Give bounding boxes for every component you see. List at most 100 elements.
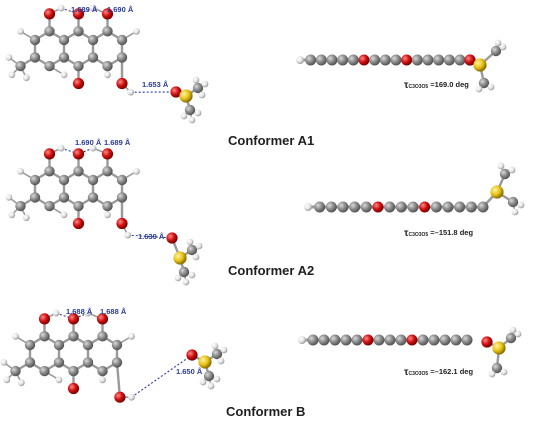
- a2-hydrogen-bond: [127, 234, 173, 239]
- a1-side-carbon-atom: [411, 54, 423, 66]
- a1-carbon-atom: [102, 60, 113, 72]
- b-carbon-atom: [39, 365, 50, 377]
- a2-carbon-atom: [102, 200, 113, 212]
- b-carbon-atom: [68, 331, 79, 342]
- a2-side-carbon-atom: [337, 201, 349, 213]
- b-carbon-atom: [82, 339, 94, 351]
- a2-side-carbon-atom: [430, 201, 442, 213]
- b-side-carbon-atom: [318, 334, 330, 346]
- b-carbon-atom: [53, 339, 65, 351]
- b-side-carbon-atom: [505, 332, 517, 344]
- a2-oxygen-atom: [72, 148, 85, 160]
- a2-hydrogen-bond: [60, 147, 79, 155]
- b-oxygen-atom: [67, 313, 80, 325]
- a2-side-carbon-atom: [477, 201, 489, 213]
- a2-side-carbon-atom: [465, 201, 477, 213]
- b-side-carbon-atom: [395, 334, 407, 346]
- b-sulfur-atom: [198, 355, 212, 369]
- a2-hydrogen-atom: [5, 194, 13, 201]
- b-hydrogen-atom: [12, 332, 19, 340]
- a1-sulfur-atom: [179, 89, 193, 103]
- a2-side-hydrogen-atom: [511, 208, 519, 216]
- b-side-carbon-atom: [428, 334, 440, 346]
- b-hydrogen-atom: [52, 309, 60, 317]
- a1-tau-value: =169.0 deg: [428, 80, 469, 89]
- a2-carbon-atom: [87, 174, 99, 186]
- a1-hydrogen-atom: [198, 91, 206, 99]
- a2-oxygen-atom: [116, 217, 128, 230]
- b-hydrogen-atom: [0, 359, 8, 366]
- a1-oxygen-atom: [101, 8, 114, 20]
- b-hydrogen-atom: [217, 357, 225, 365]
- a2-carbon-atom: [87, 192, 99, 203]
- a1-carbon-atom: [29, 34, 41, 46]
- a1-side-hydrogen-atom: [475, 85, 483, 93]
- b-hydrogen-atom: [128, 393, 135, 401]
- a2-carbon-atom: [58, 174, 70, 186]
- a2-side-hydrogen-atom: [304, 203, 312, 211]
- a2-oxygen-atom: [166, 232, 178, 244]
- a2-side-carbon-atom: [395, 201, 407, 213]
- b-carbon-atom: [24, 357, 36, 368]
- a1-side-carbon-atom: [433, 54, 445, 66]
- a1-tau-subscript: C3O3O5: [408, 84, 429, 90]
- b-side-carbon-atom: [491, 362, 503, 374]
- a2-hydrogen-atom: [57, 144, 65, 152]
- a2-hydrogen-atom: [182, 278, 190, 286]
- a2-distance-1: 1.690 Å: [75, 138, 102, 147]
- a2-carbon-atom: [116, 192, 128, 203]
- b-side-carbon-atom: [307, 334, 319, 346]
- b-hydrogen-atom: [220, 346, 228, 354]
- a2-carbon-atom: [44, 166, 55, 177]
- a2-side-carbon-atom: [442, 201, 454, 213]
- a1-side-carbon-atom: [422, 54, 434, 66]
- a1-tau-symbol: τ: [404, 80, 409, 91]
- a2-carbon-atom: [116, 174, 128, 186]
- b-side-carbon-atom: [351, 334, 363, 346]
- a1-side-oxygen-atom: [401, 54, 413, 66]
- a1-hydrogen-atom: [22, 74, 30, 82]
- a1-oxygen-atom: [116, 77, 128, 90]
- b-side-hydrogen-atom: [488, 370, 496, 378]
- b-carbon-atom: [97, 331, 108, 342]
- a1-side-hydrogen-atom: [487, 83, 495, 91]
- a2-carbon-atom: [186, 244, 198, 256]
- b-carbon-atom: [111, 357, 123, 368]
- a1-torsion-label: τC3O3O5 =169.0 deg: [404, 80, 469, 91]
- a1-hydrogen-atom: [192, 76, 200, 84]
- a2-hydrogen-atom: [192, 253, 200, 261]
- a1-side-carbon-atom: [454, 54, 466, 66]
- a1-hydrogen-atom: [104, 71, 111, 79]
- a2-hydrogen-atom: [22, 214, 30, 222]
- b-hydrogen-bond: [131, 354, 193, 398]
- b-oxygen-atom: [67, 382, 80, 395]
- a2-side-carbon-atom: [325, 201, 337, 213]
- b-oxygen-atom: [96, 313, 109, 325]
- b-hydrogen-atom: [55, 376, 63, 384]
- a2-hydrogen-atom: [17, 167, 24, 175]
- a1-hydrogen-atom: [133, 27, 140, 35]
- b-distance-2: 1.688 Å: [100, 307, 127, 316]
- a2-hydrogen-atom: [186, 238, 194, 246]
- a2-side-carbon-atom: [507, 196, 519, 208]
- a1-side-hydrogen-atom: [494, 39, 502, 47]
- b-side-carbon-atom: [439, 334, 451, 346]
- b-distance-3: 1.650 Å: [176, 367, 203, 376]
- a2-carbon-atom: [29, 192, 41, 203]
- b-hydrogen-atom: [213, 375, 221, 383]
- a2-hydrogen-atom: [60, 211, 68, 219]
- a2-carbon-atom: [29, 174, 41, 186]
- b-oxygen-atom: [38, 313, 51, 325]
- conformer-a2-label: Conformer A2: [228, 263, 315, 278]
- b-side-hydrogen-atom: [500, 368, 508, 376]
- b-carbon-atom: [10, 365, 21, 377]
- a2-carbon-atom: [73, 200, 84, 212]
- a1-side-carbon-atom: [315, 54, 327, 66]
- a1-carbon-atom: [116, 52, 128, 63]
- a2-hydrogen-atom: [195, 242, 203, 250]
- a1-hydrogen-atom: [57, 4, 65, 12]
- a2-side-carbon-atom: [360, 201, 372, 213]
- a2-hydrogen-atom: [174, 274, 182, 282]
- a1-carbon-atom: [87, 52, 99, 63]
